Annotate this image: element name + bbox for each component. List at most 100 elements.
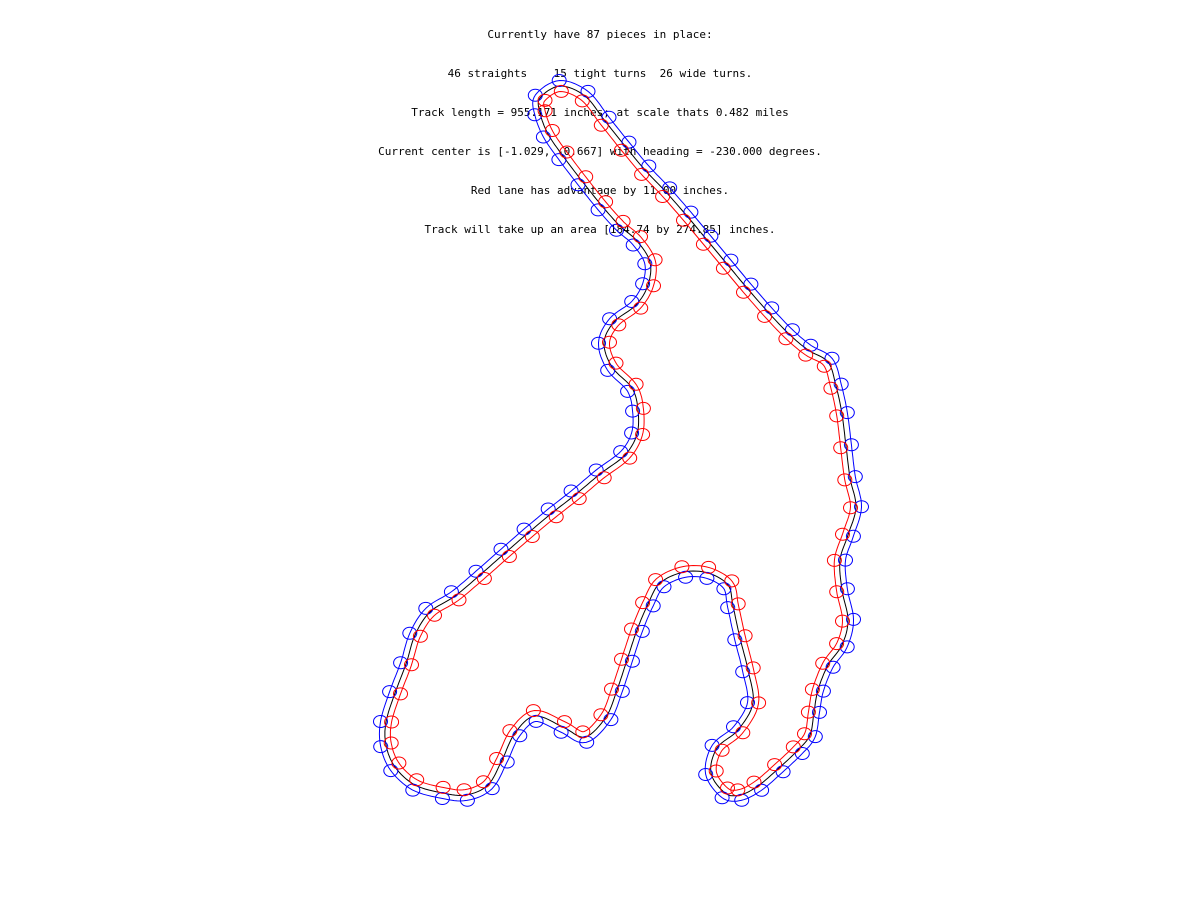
info-track-length-line: Track length = 955.171 inches; at scale … bbox=[411, 106, 789, 119]
info-pieces-line: Currently have 87 pieces in place: bbox=[487, 28, 713, 41]
info-area-line: Track will take up an area [184.74 by 27… bbox=[424, 223, 776, 236]
inner-lane-joint-marker bbox=[835, 527, 850, 541]
inner-lane-joint-marker bbox=[736, 285, 751, 299]
outer-lane-joint-marker bbox=[613, 445, 629, 459]
outer-lane-joint-marker bbox=[634, 624, 650, 638]
inner-lane-joint-marker bbox=[798, 348, 814, 362]
outer-lane-joint-marker bbox=[620, 384, 636, 398]
inner-lane-joint-marker bbox=[837, 473, 853, 487]
inner-lane-joint-marker bbox=[475, 775, 491, 789]
outer-lane-joint-marker bbox=[393, 656, 409, 670]
outer-lane-line bbox=[378, 79, 863, 802]
outer-lane-joint-marker bbox=[383, 764, 399, 778]
inner-lane-joint-marker bbox=[614, 652, 629, 666]
outer-lane-joint-marker bbox=[624, 295, 640, 308]
inner-lane-joint-marker bbox=[829, 637, 845, 651]
outer-lane-joint-marker bbox=[601, 110, 617, 124]
inner-lane-joint-marker bbox=[829, 585, 845, 599]
inner-lane-joint-marker bbox=[826, 553, 842, 567]
inner-lane-joint-marker bbox=[435, 780, 451, 794]
outer-lane-joint-marker bbox=[625, 238, 641, 252]
outer-lane-joint-marker bbox=[735, 665, 751, 679]
inner-lane-joint-marker bbox=[456, 783, 472, 797]
inner-lane-joint-marker bbox=[833, 441, 849, 455]
outer-lane-joint-marker bbox=[402, 626, 418, 640]
outer-lane-joint-marker bbox=[683, 205, 699, 219]
outer-lane-joint-marker bbox=[839, 582, 855, 596]
outer-lane-joint-marker bbox=[637, 257, 653, 271]
inner-lane-joint-marker bbox=[778, 332, 794, 346]
inner-lane-joint-marker bbox=[646, 279, 661, 293]
outer-lane-joint-marker bbox=[570, 178, 586, 192]
outer-lane-joint-marker bbox=[734, 793, 750, 807]
inner-lane-joint-marker bbox=[602, 335, 617, 349]
inner-lane-joint-marker bbox=[635, 401, 651, 415]
outer-lane-joint-marker bbox=[838, 553, 853, 567]
outer-lane-joint-marker bbox=[845, 529, 861, 543]
outer-lane-joint-marker bbox=[833, 377, 849, 391]
inner-lane-joint-marker bbox=[800, 705, 816, 719]
inner-lane-joint-marker bbox=[537, 93, 553, 107]
inner-lane-line bbox=[389, 90, 852, 791]
inner-lane-joint-marker bbox=[575, 725, 591, 739]
outer-lane-joint-marker bbox=[740, 696, 755, 710]
inner-lane-joint-marker bbox=[489, 752, 505, 765]
outer-lane-joint-marker bbox=[825, 660, 841, 674]
outer-lane-joint-marker bbox=[588, 463, 604, 477]
inner-lane-joint-marker bbox=[746, 775, 762, 789]
outer-lane-joint-marker bbox=[591, 336, 606, 350]
inner-lane-joint-marker bbox=[383, 736, 399, 750]
centerline bbox=[384, 85, 857, 797]
inner-lane-joint-marker bbox=[613, 143, 629, 157]
outer-lane-joint-marker bbox=[839, 406, 855, 420]
inner-lane-joint-marker bbox=[557, 715, 572, 729]
outer-lane-joint-marker bbox=[824, 351, 840, 365]
outer-lane-joint-marker bbox=[459, 793, 475, 807]
inner-lane-joint-marker bbox=[695, 237, 711, 251]
outer-lane-joint-marker bbox=[635, 277, 651, 291]
inner-lane-joint-marker bbox=[730, 783, 746, 797]
inner-lane-joint-marker bbox=[829, 409, 845, 423]
inner-lane-joint-marker bbox=[720, 781, 735, 795]
outer-lane-joint-marker bbox=[641, 159, 657, 173]
inner-lane-joint-marker bbox=[715, 261, 731, 275]
inner-lane-joint-marker bbox=[615, 214, 631, 228]
outer-lane-joint-marker bbox=[743, 277, 759, 291]
inner-lane-joint-marker bbox=[553, 84, 569, 98]
outer-lane-joint-marker bbox=[794, 747, 810, 760]
outer-lane-joint-marker bbox=[854, 500, 869, 514]
outer-lane-joint-marker bbox=[621, 135, 637, 149]
inner-lane-joint-marker bbox=[476, 572, 492, 585]
outer-lane-joint-marker bbox=[434, 792, 450, 805]
outer-lane-joint-marker bbox=[484, 782, 500, 796]
inner-lane-joint-marker bbox=[624, 622, 639, 636]
outer-lane-joint-marker bbox=[540, 502, 556, 516]
inner-lane-joint-marker bbox=[412, 629, 428, 643]
outer-lane-joint-marker bbox=[499, 755, 515, 769]
inner-lane-joint-marker bbox=[593, 708, 609, 722]
outer-lane-joint-marker bbox=[516, 522, 532, 536]
track-joint-markers bbox=[373, 74, 869, 807]
inner-lane-joint-marker bbox=[593, 118, 609, 132]
outer-lane-joint-marker bbox=[847, 470, 863, 484]
outer-lane-joint-marker bbox=[405, 783, 421, 797]
inner-lane-joint-marker bbox=[714, 743, 730, 757]
inner-lane-joint-marker bbox=[676, 213, 691, 227]
inner-lane-joint-marker bbox=[737, 629, 753, 643]
inner-lane-joint-marker bbox=[559, 145, 575, 159]
outer-lane-joint-marker bbox=[723, 253, 739, 267]
outer-lane-joint-marker bbox=[624, 654, 640, 668]
inner-lane-joint-marker bbox=[647, 253, 663, 267]
inner-lane-joint-marker bbox=[548, 510, 564, 524]
outer-lane-joint-marker bbox=[590, 203, 606, 217]
inner-lane-joint-marker bbox=[628, 377, 644, 391]
inner-lane-joint-marker bbox=[409, 773, 425, 787]
outer-lane-joint-marker bbox=[579, 735, 595, 749]
inner-lane-joint-marker bbox=[635, 428, 651, 441]
inner-lane-joint-marker bbox=[724, 574, 740, 588]
outer-lane-joint-marker bbox=[527, 108, 543, 122]
inner-lane-joint-marker bbox=[544, 124, 560, 137]
outer-lane-joint-marker bbox=[699, 571, 715, 585]
outer-lane-joint-marker bbox=[535, 130, 551, 144]
